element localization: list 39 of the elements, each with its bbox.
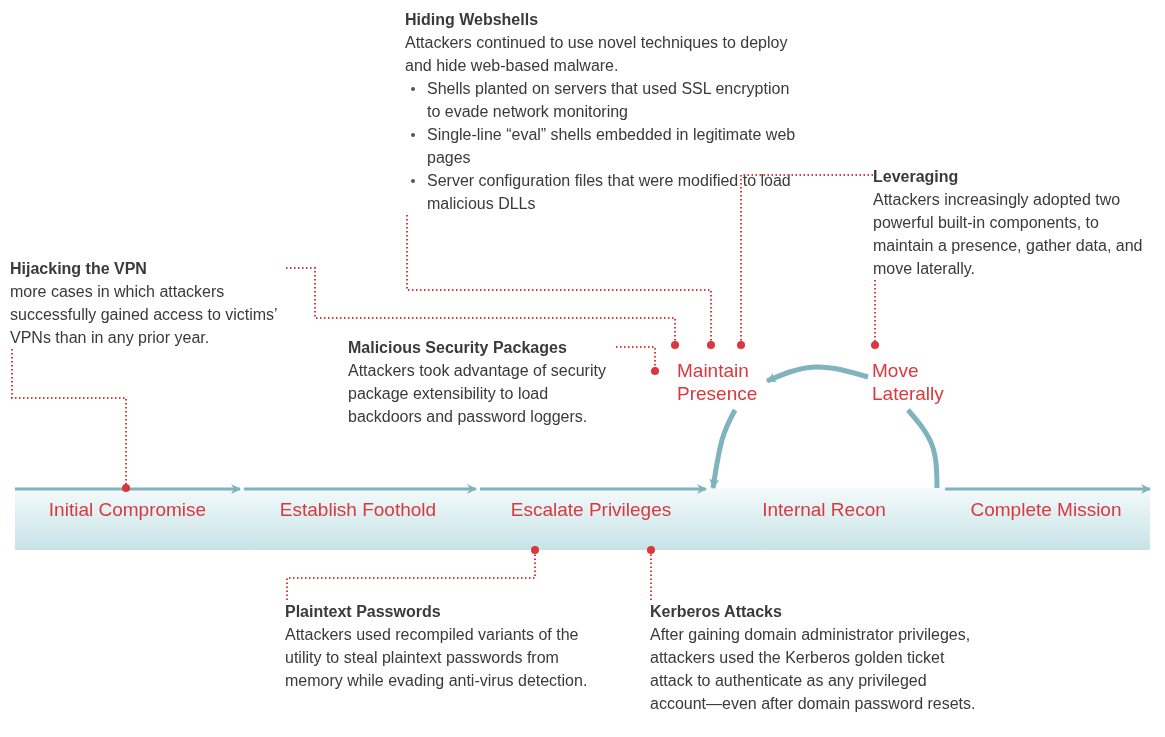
stage-label: Escalate Privileges (509, 498, 673, 522)
arrow (945, 484, 1151, 494)
annotation-text: more cases in which attackers successfully gained access to victims’ VPNs than in any prior year. (10, 282, 279, 348)
band-segment (15, 488, 240, 550)
leader-line (285, 267, 680, 350)
bullet-item: Server configuration files that were modified to load malicious DLLs (427, 171, 792, 214)
leader-line (406, 214, 716, 350)
stage-label: Initial Compromise (47, 498, 208, 522)
annotation-text: After gaining domain administrator privileges, attackers used the Kerberos golden ticket attack to authenticate as any privileged account—even after domain password resets. (650, 625, 977, 714)
cycle-connector (906, 408, 940, 488)
arrow (244, 484, 477, 494)
annotation-text: Attackers continued to use novel techniques to deploy and hide web-based malware. (405, 33, 789, 76)
arrow (480, 484, 707, 494)
stage-label: Internal Recon (761, 498, 887, 522)
leader-line (11, 348, 131, 493)
stage-label: Move Laterally (871, 359, 945, 406)
arrow (766, 364, 869, 384)
stage-label: Maintain Presence (676, 359, 759, 406)
annotation-text: Attackers took advantage of security package extensibility to load backdoors and password loggers. (348, 361, 607, 427)
leader-line (286, 545, 540, 601)
annotation-text: Attackers used recompiled variants of the utility to steal plaintext passwords from memory while evading anti-virus detection. (285, 625, 589, 691)
annotation-title: Hijacking the VPN (10, 259, 148, 279)
annotation-title: Malicious Security Packages (348, 338, 568, 358)
leader-line (736, 174, 874, 350)
arrow (15, 484, 241, 494)
bullet-item: Shells planted on servers that used SSL encryption to evade network monitoring (427, 79, 791, 122)
annotation-title: Leveraging (873, 167, 960, 187)
annotation-title: Plaintext Passwords (285, 602, 442, 622)
annotation-title: Hiding Webshells (405, 10, 540, 30)
stage-label: Complete Mission (969, 498, 1123, 522)
arrow (709, 408, 738, 489)
leader-line (870, 279, 880, 350)
bullet-item: Single-line “eval” shells embedded in legitimate web pages (427, 125, 797, 168)
band-segment (942, 488, 1150, 550)
stage-label: Establish Foothold (278, 498, 438, 522)
leader-line (615, 346, 660, 376)
annotation-title: Kerberos Attacks (650, 602, 783, 622)
annotation-text: Attackers increasingly adopted two powerful built-in components, to maintain a presence, gather data, and move laterally. (873, 190, 1144, 279)
leader-line (646, 545, 656, 601)
